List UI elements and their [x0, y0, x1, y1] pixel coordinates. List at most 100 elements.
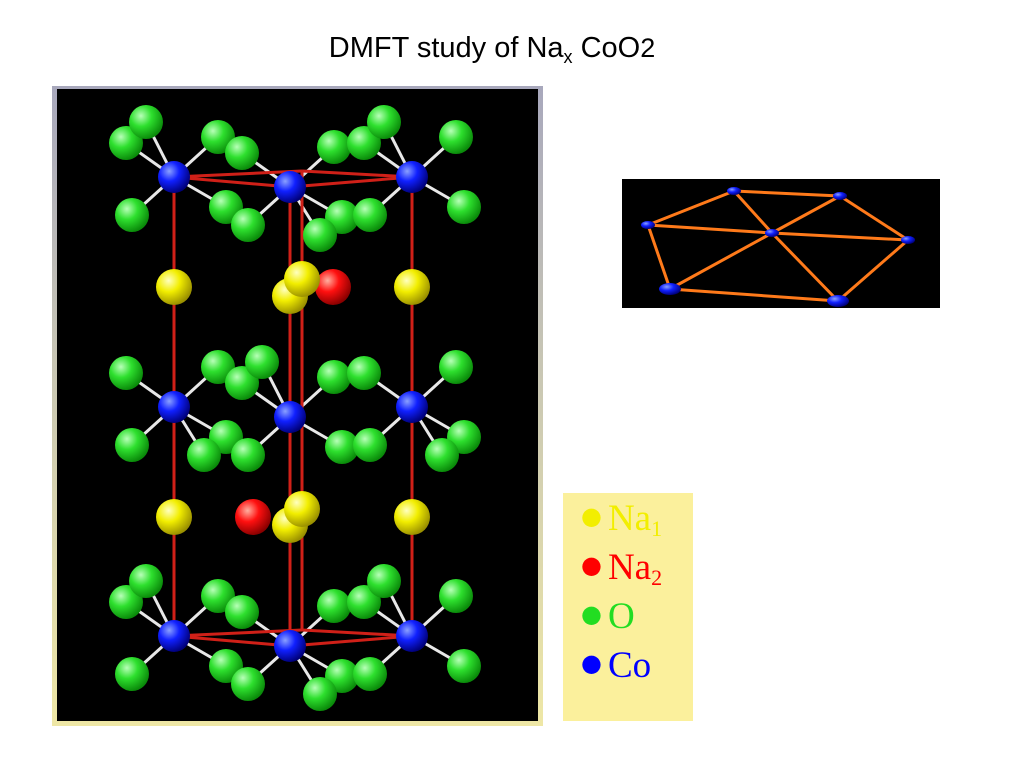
legend-item-na2: ●Na2	[581, 545, 662, 598]
oxygen-atom	[231, 667, 265, 701]
oxygen-atom	[129, 105, 163, 139]
unit-cell-edge	[173, 175, 291, 189]
oxygen-atom	[115, 198, 149, 232]
oxygen-atom	[353, 428, 387, 462]
unit-cell-edge	[289, 634, 413, 648]
cobalt-atom	[901, 236, 915, 244]
legend-item-na1: ●Na1	[581, 496, 662, 549]
oxygen-atom	[447, 649, 481, 683]
unit-cell-edge	[301, 628, 413, 638]
oxygen-atom	[425, 438, 459, 472]
blue-dot-icon: ●	[581, 649, 602, 677]
cobalt-atom	[641, 221, 655, 229]
cobalt-cobalt-bond	[771, 231, 909, 242]
legend-item-co: ●Co	[581, 643, 651, 686]
unit-cell-edge	[301, 169, 413, 179]
oxygen-atom	[353, 657, 387, 691]
oxygen-atom	[439, 350, 473, 384]
oxygen-atom	[187, 438, 221, 472]
sodium2-atom	[235, 499, 271, 535]
legend-label: Na	[607, 498, 652, 539]
oxygen-atom	[231, 438, 265, 472]
cobalt-atom	[158, 391, 190, 423]
unit-cell-edge	[289, 175, 413, 189]
atom-legend: ●Na1 ●Na2 ●O ●Co	[563, 493, 693, 721]
cobalt-cobalt-bond	[733, 189, 841, 198]
unit-cell-edge	[173, 628, 303, 638]
crystal-structure-diagram	[57, 89, 538, 721]
legend-label: Co	[607, 645, 652, 686]
oxygen-atom	[347, 356, 381, 390]
cobalt-cobalt-bond	[646, 224, 672, 290]
sodium2-atom	[315, 269, 351, 305]
cobalt-cobalt-bond	[669, 287, 839, 303]
title-formula-tail: 2	[640, 33, 656, 63]
oxygen-atom	[447, 190, 481, 224]
oxygen-atom	[231, 208, 265, 242]
title-formula: CoO	[572, 32, 641, 64]
oxygen-atom	[325, 430, 359, 464]
oxygen-atom	[201, 350, 235, 384]
cobalt-cobalt-bond	[647, 189, 735, 227]
cobalt-atom	[158, 620, 190, 652]
yellow-dot-icon: ●	[581, 502, 602, 530]
green-dot-icon: ●	[581, 600, 602, 628]
legend-label-subscript: 1	[651, 516, 663, 541]
cobalt-cobalt-bond	[647, 223, 773, 235]
red-dot-icon: ●	[581, 551, 602, 579]
sodium1-atom	[156, 499, 192, 535]
oxygen-atom	[367, 105, 401, 139]
cobalt-atom	[274, 630, 306, 662]
crystal-structure-panel	[52, 86, 543, 726]
oxygen-atom	[317, 360, 351, 394]
oxygen-atom	[439, 579, 473, 613]
cobalt-triangular-layer-diagram	[641, 187, 915, 307]
unit-cell-edge	[173, 634, 291, 648]
cobalt-atom	[396, 620, 428, 652]
cobalt-atom	[274, 171, 306, 203]
cobalt-atom	[765, 229, 779, 237]
unit-cell-edge	[173, 169, 303, 179]
cobalt-atom	[727, 187, 741, 195]
sodium1-atom	[284, 491, 320, 527]
cobalt-cobalt-bond	[839, 194, 909, 242]
cobalt-cobalt-bond	[732, 189, 774, 235]
cobalt-atom	[659, 283, 681, 295]
oxygen-atom	[303, 677, 337, 711]
cobalt-cobalt-bond	[669, 231, 773, 291]
triangular-lattice-bonds	[646, 189, 909, 303]
oxygen-atom	[303, 218, 337, 252]
cobalt-atom	[158, 161, 190, 193]
cobalt-cobalt-bond	[770, 231, 840, 303]
legend-label: Na	[607, 547, 652, 588]
slide-title: DMFT study of Nax CoO2	[0, 32, 984, 68]
oxygen-atom	[353, 198, 387, 232]
oxygen-atom	[201, 120, 235, 154]
oxygen-atom	[115, 428, 149, 462]
legend-label-subscript: 2	[651, 565, 663, 590]
sodium1-atom	[394, 499, 430, 535]
oxygen-atom	[225, 595, 259, 629]
sodium1-atom	[156, 269, 192, 305]
sodium1-atom	[394, 269, 430, 305]
oxygen-atom	[317, 130, 351, 164]
legend-item-o: ●O	[581, 594, 635, 637]
cobalt-triangular-layer-panel	[622, 179, 940, 308]
oxygen-atom	[317, 589, 351, 623]
triangular-lattice-atoms	[641, 187, 915, 307]
title-subscript-x: x	[563, 47, 573, 67]
cobalt-atom	[274, 401, 306, 433]
oxygen-atom	[245, 345, 279, 379]
cobalt-cobalt-bond	[837, 238, 909, 303]
oxygen-atom	[109, 356, 143, 390]
cobalt-atom	[827, 295, 849, 307]
atom-group	[109, 105, 481, 711]
cobalt-atom	[833, 192, 847, 200]
oxygen-atom	[129, 564, 163, 598]
sodium1-atom	[284, 261, 320, 297]
oxygen-atom	[367, 564, 401, 598]
cobalt-atom	[396, 391, 428, 423]
oxygen-atom	[439, 120, 473, 154]
oxygen-atom	[225, 136, 259, 170]
cobalt-cobalt-bond	[771, 194, 841, 235]
